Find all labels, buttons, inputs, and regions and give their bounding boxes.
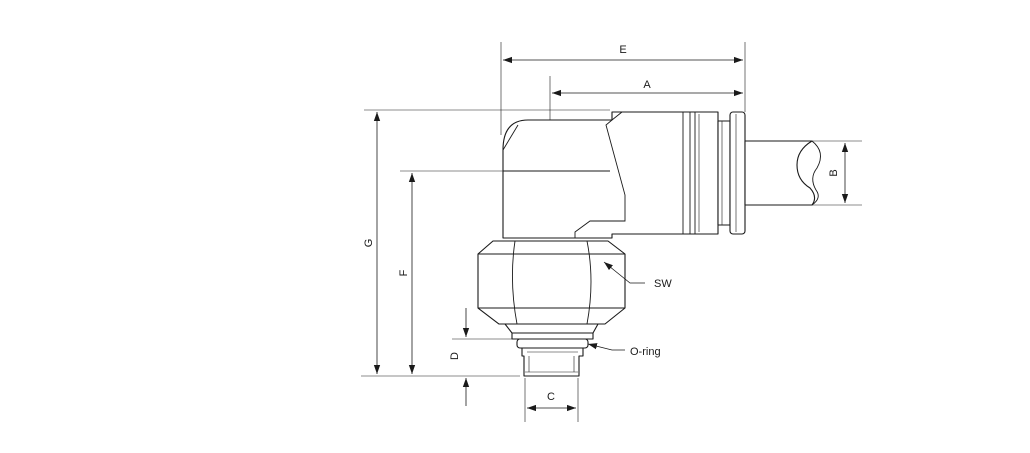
release-ring: [729, 111, 746, 235]
label-e: E: [619, 44, 626, 56]
tube: [744, 140, 821, 206]
label-c: C: [547, 391, 555, 403]
sw-leader: [603, 261, 645, 284]
labels: E A B G F D C SW O-ring: [363, 44, 840, 403]
label-b: B: [828, 169, 840, 176]
dimension-lines: [373, 56, 849, 412]
elbow-body: [502, 111, 731, 239]
label-a: A: [643, 79, 651, 91]
label-g: G: [363, 239, 375, 248]
oring-leader: [587, 343, 625, 351]
label-oring: O-ring: [630, 346, 661, 358]
hex-nut: [477, 240, 626, 325]
stud: [504, 323, 599, 377]
label-f: F: [398, 269, 410, 276]
label-d: D: [449, 352, 461, 360]
label-sw: SW: [654, 278, 672, 290]
